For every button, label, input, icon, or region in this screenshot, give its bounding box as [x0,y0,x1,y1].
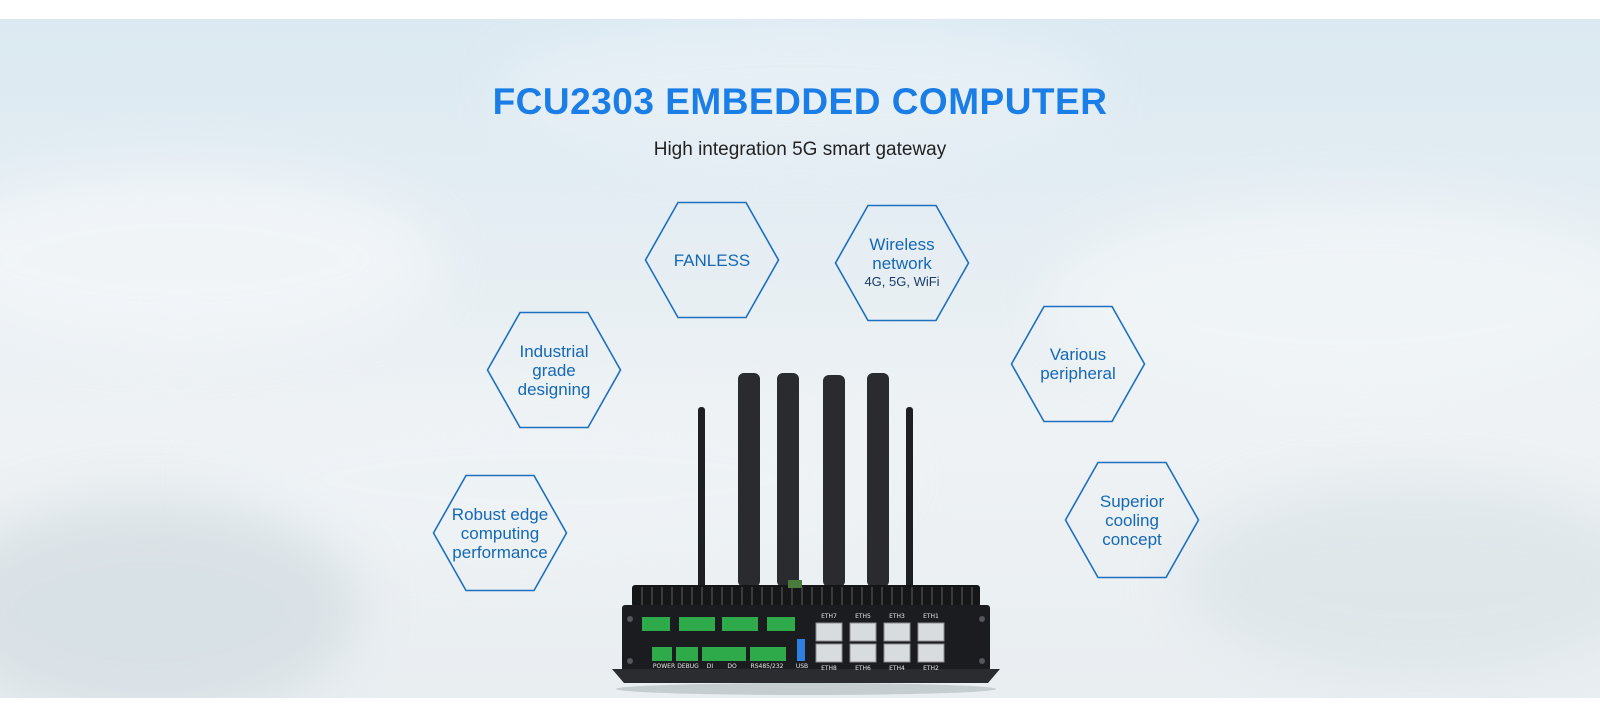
port-label: ETH4 [889,665,905,672]
antenna-4 [867,373,889,587]
status-led [788,580,802,588]
io-label: POWER [653,663,675,670]
port-label: ETH1 [923,613,939,620]
feature-label: computing [460,523,540,543]
hexagon-outline [1064,461,1200,579]
cloud-decoration [0,169,440,349]
feature-label: network [872,254,932,273]
hexagon-outline [1010,305,1146,423]
feature-label: Superior [1099,491,1165,511]
screw-icon [979,658,985,664]
antenna-right [906,407,913,589]
feature-hexagon-edge-computing: Robust edge computing performance [432,474,568,592]
hero-banner: FCU2303 EMBEDDED COMPUTER High integrati… [0,19,1600,698]
feature-label: peripheral [1040,364,1116,383]
hexagon-outline [486,311,622,429]
hexagon-outline [834,204,970,322]
terminal-blocks-top [642,617,795,631]
feature-hexagon-fanless: FANLESS [644,201,780,319]
antenna-1 [738,373,760,587]
io-label: USB [796,663,808,670]
antenna-2 [777,373,799,587]
feature-label: FANLESS [673,250,751,270]
usb-port [797,639,805,661]
screw-icon [627,658,633,664]
feature-hexagon-wireless: Wireless network 4G, 5G, WiFi [834,204,970,322]
io-label: DO [727,663,737,670]
io-label: RS485/232 [751,663,784,670]
feature-label: Wireless [869,235,935,254]
port-label: ETH2 [923,665,939,672]
feature-label: Robust edge [451,504,549,524]
port-label: ETH5 [855,613,871,620]
screw-icon [627,616,633,622]
io-label: DI [707,663,714,670]
ethernet-ports [815,622,945,663]
screw-icon [979,616,985,622]
feature-label: designing [517,379,591,399]
port-label: ETH7 [821,613,837,620]
feature-sublabel: 4G, 5G, WiFi [864,274,940,289]
cloud-decoration [1050,199,1600,399]
mounting-flange [612,669,1000,683]
feature-hexagon-cooling: Superior cooling concept [1064,461,1200,579]
antenna-3 [823,375,845,587]
io-label: DEBUG [677,663,699,670]
feature-label: cooling [1105,510,1159,530]
terminal-blocks-bottom [652,647,786,661]
feature-label: grade [532,360,576,380]
heatsink-top [632,585,980,607]
feature-hexagon-industrial: Industrial grade designing [486,311,622,429]
feature-label: Industrial [519,341,589,361]
device-shadow [616,683,996,695]
feature-label: Various [1049,345,1107,364]
antenna-left [698,407,705,589]
port-label: ETH6 [855,665,871,672]
feature-label: performance [452,542,548,562]
hexagon-outline [644,201,780,319]
cloud-decoration [1180,479,1600,679]
cloud-decoration [500,19,1100,159]
port-label: ETH8 [821,665,837,672]
cloud-decoration [0,499,360,698]
page-title: FCU2303 EMBEDDED COMPUTER [492,81,1108,122]
page-subtitle: High integration 5G smart gateway [653,139,947,160]
embedded-computer-image: ETH7 ETH5 ETH3 ETH1 ETH8 ETH6 ETH4 ETH2 … [612,373,1000,695]
hexagon-outline [432,474,568,592]
feature-label: concept [1102,529,1162,549]
heatsink-fins [641,587,973,605]
feature-hexagon-peripheral: Various peripheral [1010,305,1146,423]
port-label: ETH3 [889,613,905,620]
